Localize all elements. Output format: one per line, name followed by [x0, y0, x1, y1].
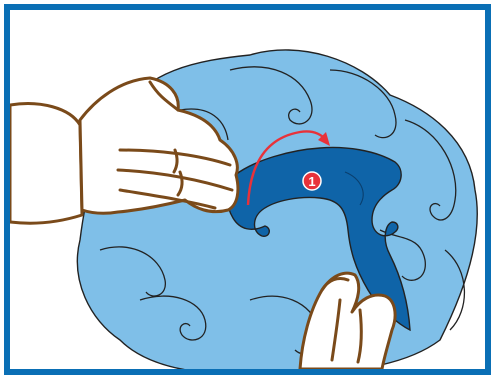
fold-line [329, 69, 397, 139]
fold-line [344, 171, 364, 206]
fold-line [379, 229, 426, 281]
fold-line [179, 108, 229, 141]
left-hand-knuckle [172, 148, 179, 174]
right-hand-palm [298, 271, 397, 369]
left-hand-knuckle [176, 170, 184, 197]
fold-line [139, 295, 207, 341]
curved-arrow-icon [246, 130, 330, 206]
left-hand-thumb [148, 80, 180, 112]
right-hand-finger [330, 298, 342, 362]
left-hand-sleeve [10, 102, 84, 225]
left-hand-icon [10, 76, 240, 225]
right-hand-finger [356, 308, 363, 364]
fold-line [99, 246, 166, 297]
left-hand-finger [118, 148, 232, 167]
highlighted-fold-shape [226, 146, 411, 332]
fold-line [229, 66, 313, 125]
step-number: 1 [308, 174, 315, 189]
step-badge-icon: 1 [302, 171, 322, 191]
fold-line [404, 119, 457, 221]
left-hand-finger [116, 168, 234, 192]
right-hand-icon [298, 271, 397, 369]
left-hand-finger [118, 188, 217, 210]
right-hand-thumb [320, 276, 350, 292]
fold-line [444, 249, 466, 331]
frame-border [4, 4, 491, 375]
highlighted-fold [226, 146, 411, 332]
